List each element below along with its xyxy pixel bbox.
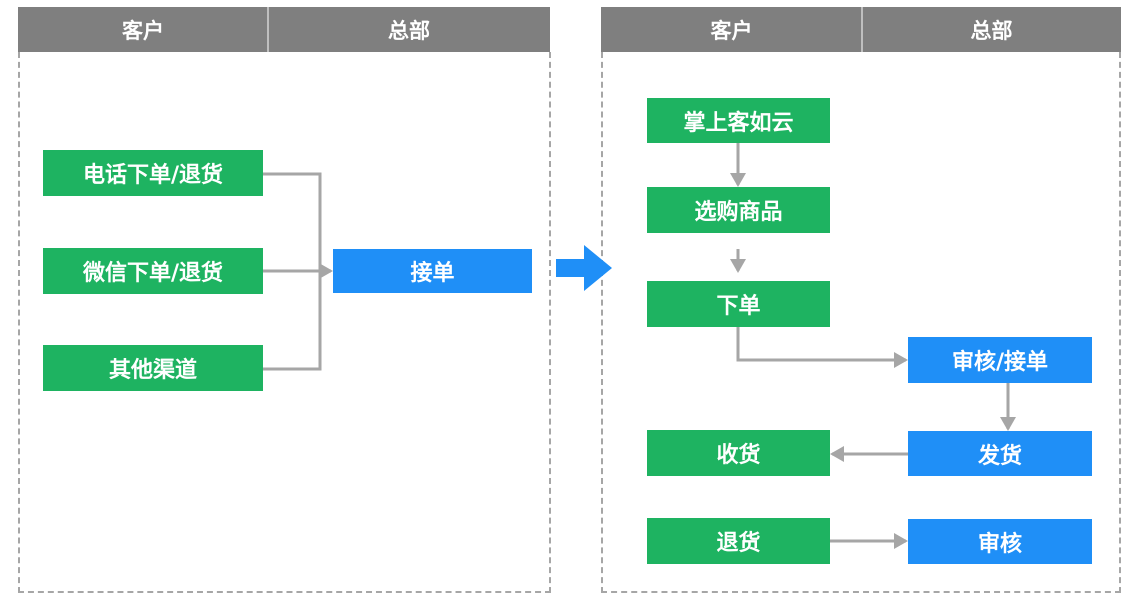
node-ship: 发货 xyxy=(908,431,1092,476)
left-header-hq: 总部 xyxy=(268,7,550,52)
right-header-hq: 总部 xyxy=(862,7,1121,52)
node-review-accept: 审核/接单 xyxy=(908,337,1092,383)
left-header-divider xyxy=(267,7,269,52)
node-other-channels: 其他渠道 xyxy=(43,345,263,391)
connector-other xyxy=(263,271,322,371)
node-app: 掌上客如云 xyxy=(647,98,830,143)
node-receive-goods: 收货 xyxy=(647,430,830,476)
node-wechat-order: 微信下单/退货 xyxy=(43,248,263,294)
left-panel-body xyxy=(18,52,551,593)
left-header-customer: 客户 xyxy=(18,7,268,52)
node-select-products: 选购商品 xyxy=(647,187,830,233)
transition-arrow-icon xyxy=(556,245,612,291)
node-place-order: 下单 xyxy=(647,281,830,327)
right-panel-body xyxy=(601,52,1121,593)
right-header-divider xyxy=(861,7,863,52)
connector-order-to-review xyxy=(736,327,908,368)
node-return-goods: 退货 xyxy=(647,518,830,564)
node-review: 审核 xyxy=(908,519,1092,564)
node-accept-order: 接单 xyxy=(333,249,532,293)
connector-phone xyxy=(263,172,322,271)
right-header-customer: 客户 xyxy=(601,7,862,52)
node-phone-order: 电话下单/退货 xyxy=(43,150,263,196)
